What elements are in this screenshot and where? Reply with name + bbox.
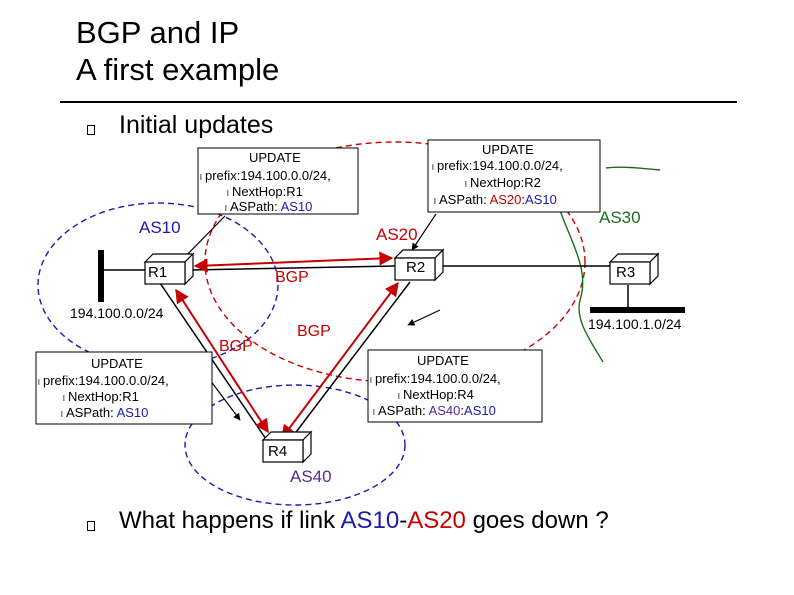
u2-aspath-sep: : (521, 192, 525, 207)
slide-title-line1: BGP and IP (76, 15, 240, 50)
router-r2 (393, 248, 445, 282)
u2-aspath-as10: AS10 (525, 192, 557, 207)
u3-aspath: ASPath: AS10 (66, 405, 148, 420)
u2-header: UPDATE (482, 142, 534, 157)
router-r4 (261, 430, 313, 464)
bgp-arrow-r2-r4 (281, 281, 399, 440)
prefix-left-label: 194.100.0.0/24 (70, 305, 164, 321)
u4-prefix-marker: l (370, 376, 372, 385)
u3-aspath-label: ASPath: (66, 405, 117, 420)
u1-aspath: ASPath: AS10 (230, 199, 312, 214)
question-as20: AS20 (407, 507, 466, 534)
u2-aspath-marker: l (434, 197, 436, 206)
u4-aspath-as40: AS40 (429, 403, 461, 418)
pointer-u4 (407, 309, 441, 326)
u4-aspath-as10: AS10 (464, 403, 496, 418)
as30-boundary (559, 166, 661, 363)
question-as10: AS10 (340, 507, 400, 534)
u4-header: UPDATE (417, 353, 469, 368)
as20-label: AS20 (376, 225, 418, 244)
u2-aspath: ASPath: AS20:AS10 (439, 192, 557, 207)
u4-aspath-marker: l (373, 408, 375, 417)
u1-prefix-marker: l (200, 173, 202, 182)
u3-nexthop: NextHop:R1 (68, 389, 139, 404)
update-box-u2 (427, 139, 601, 213)
u1-header: UPDATE (249, 150, 301, 165)
title-divider (60, 101, 737, 103)
u1-nexthop: NextHop:R1 (232, 184, 303, 199)
slide-title-line2: A first example (76, 52, 280, 87)
u1-aspath-marker: l (225, 204, 227, 213)
u2-prefix-marker: l (432, 163, 434, 172)
update-box-u4 (367, 349, 543, 423)
question-text-1: What happens if link (119, 507, 341, 534)
router-r3-label: R3 (616, 264, 635, 281)
update-box-u3 (35, 351, 213, 425)
bgp-label-r1-r4: BGP (219, 338, 253, 355)
bullet-marker (87, 125, 95, 135)
u3-nexthop-marker: l (63, 394, 65, 403)
u3-aspath-marker: l (61, 410, 63, 419)
u4-aspath-label: ASPath: (378, 403, 429, 418)
bgp-arrow-r1-r4 (175, 288, 269, 434)
prefix-right-label: 194.100.1.0/24 (588, 316, 682, 332)
u2-nexthop-marker: l (465, 180, 467, 189)
pointer-u3 (209, 379, 241, 421)
u2-nexthop: NextHop:R2 (470, 175, 541, 190)
u3-header: UPDATE (91, 356, 143, 371)
router-r1 (143, 252, 195, 286)
u1-prefix: prefix:194.100.0.0/24, (205, 168, 331, 183)
u4-prefix: prefix:194.100.0.0/24, (375, 371, 501, 386)
u1-nexthop-marker: l (227, 189, 229, 198)
as40-label: AS40 (290, 467, 332, 486)
bullet-marker (87, 521, 95, 531)
u2-aspath-label: ASPath: (439, 192, 490, 207)
update-box-u1 (197, 147, 359, 215)
as10-boundary (37, 202, 279, 368)
bullet-initial-updates: Initial updates (119, 111, 274, 139)
u4-nexthop-marker: l (398, 392, 400, 401)
bgp-label-r2-r4: BGP (297, 323, 331, 340)
u2-prefix: prefix:194.100.0.0/24, (437, 158, 563, 173)
bgp-label-r1-r2: BGP (275, 269, 309, 286)
router-r4-label: R4 (268, 443, 287, 460)
u3-aspath-as10: AS10 (117, 405, 149, 420)
as30-label: AS30 (599, 208, 641, 227)
u4-aspath: ASPath: AS40:AS10 (378, 403, 496, 418)
u2-aspath-as20: AS20 (490, 192, 522, 207)
question-text-2: goes down ? (465, 507, 609, 534)
u1-aspath-label: ASPath: (230, 199, 281, 214)
pointer-u2 (411, 213, 437, 251)
u3-prefix: prefix:194.100.0.0/24, (43, 373, 169, 388)
u3-prefix-marker: l (38, 378, 40, 387)
router-r2-label: R2 (406, 259, 425, 276)
as40-boundary (184, 384, 406, 506)
question-dash: - (399, 507, 408, 534)
bgp-arrow-r1-r2 (193, 251, 394, 273)
router-r3 (608, 252, 660, 286)
u4-nexthop: NextHop:R4 (403, 387, 474, 402)
bullet-question: What happens if link AS10-AS20 goes down… (119, 509, 609, 533)
u4-aspath-sep: : (460, 403, 464, 418)
u1-aspath-as10: AS10 (281, 199, 313, 214)
router-r1-label: R1 (148, 264, 167, 281)
as10-label: AS10 (139, 218, 181, 237)
